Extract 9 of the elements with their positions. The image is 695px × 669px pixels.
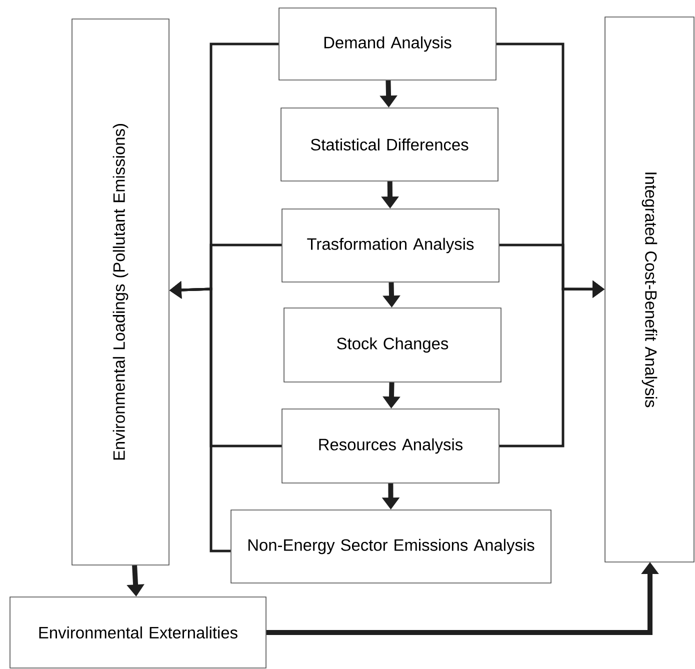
process-box: Integrated Cost-Benefit Analysis	[604, 16, 694, 562]
process-box: Stock Changes	[284, 308, 502, 382]
process-box: Resources Analysis	[282, 408, 500, 484]
process-box: Environmental Loadings (Pollutant Emissions)	[72, 18, 170, 566]
process-box: Trasformation Analysis	[282, 208, 500, 282]
process-box: Demand Analysis	[278, 8, 496, 80]
process-box: Environmental Externalities	[10, 596, 266, 668]
process-box: Non-Energy Sector Emissions Analysis	[230, 510, 552, 584]
process-box: Statistical Differences	[280, 108, 498, 182]
